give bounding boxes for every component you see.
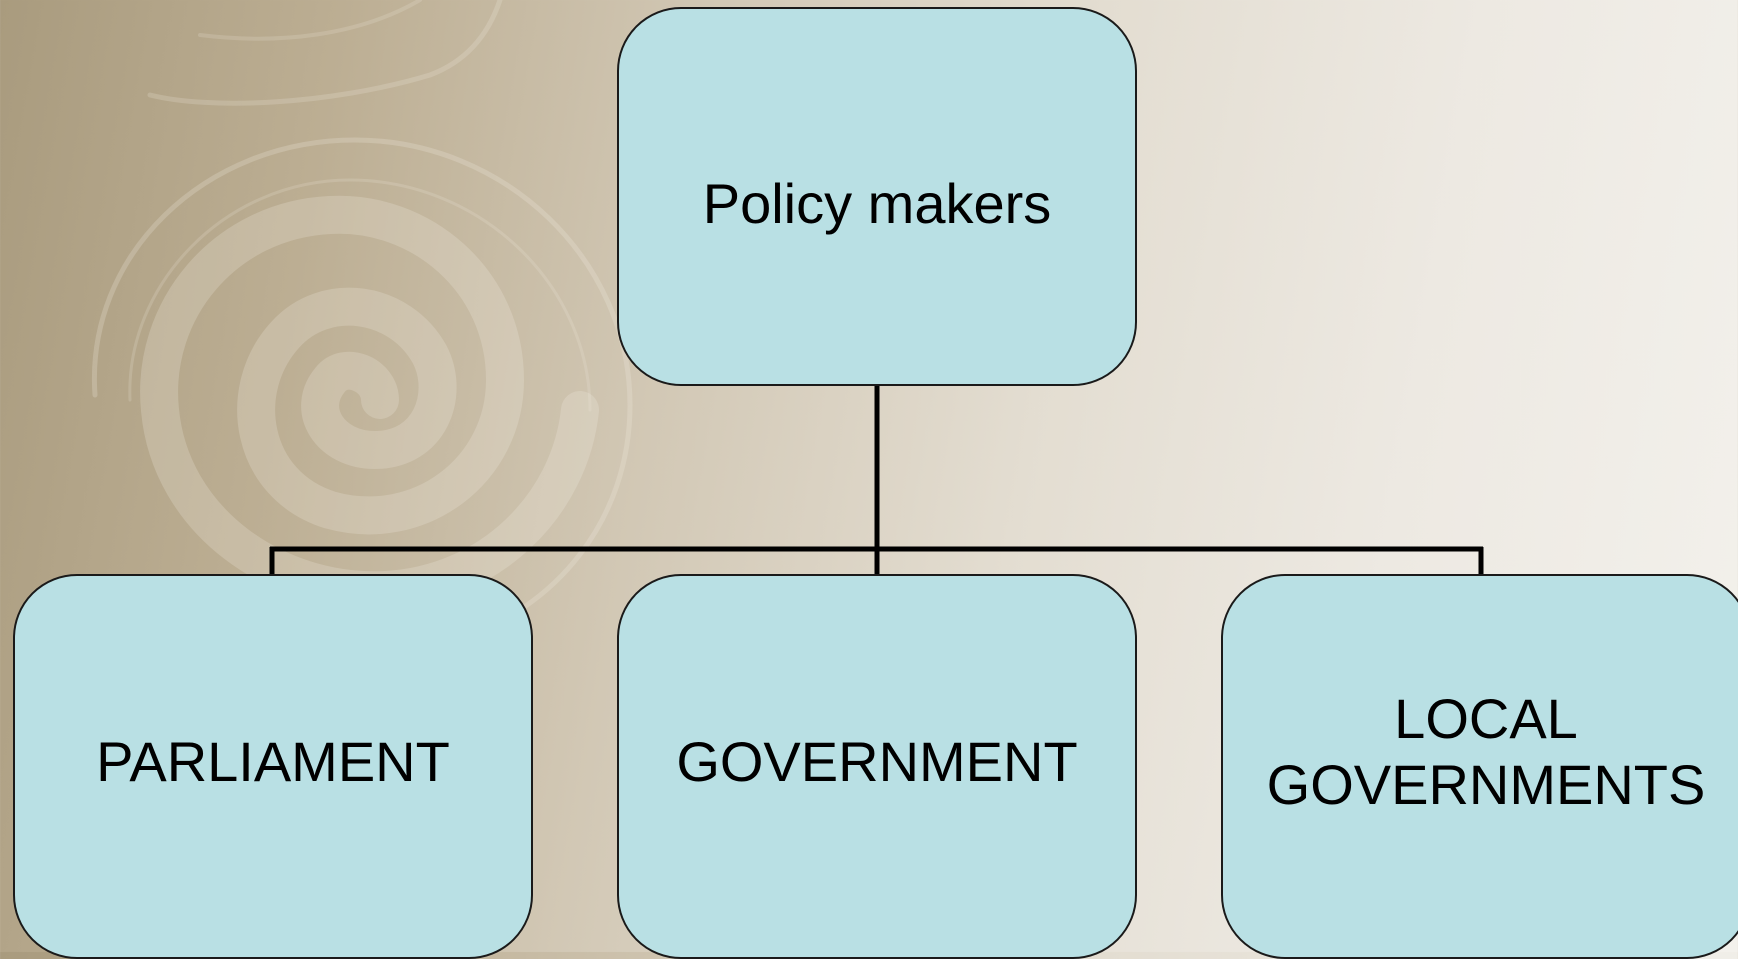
node-government: GOVERNMENT [617, 574, 1137, 959]
node-parliament-label: PARLIAMENT [96, 729, 450, 793]
node-parliament: PARLIAMENT [13, 574, 533, 959]
node-policy-makers: Policy makers [617, 7, 1137, 386]
node-local-governments: LOCAL GOVERNMENTS [1221, 574, 1738, 959]
node-government-label: GOVERNMENT [676, 729, 1078, 793]
node-policy-makers-label: Policy makers [702, 172, 1052, 235]
node-local-governments-label: LOCAL GOVERNMENTS [1266, 686, 1706, 816]
